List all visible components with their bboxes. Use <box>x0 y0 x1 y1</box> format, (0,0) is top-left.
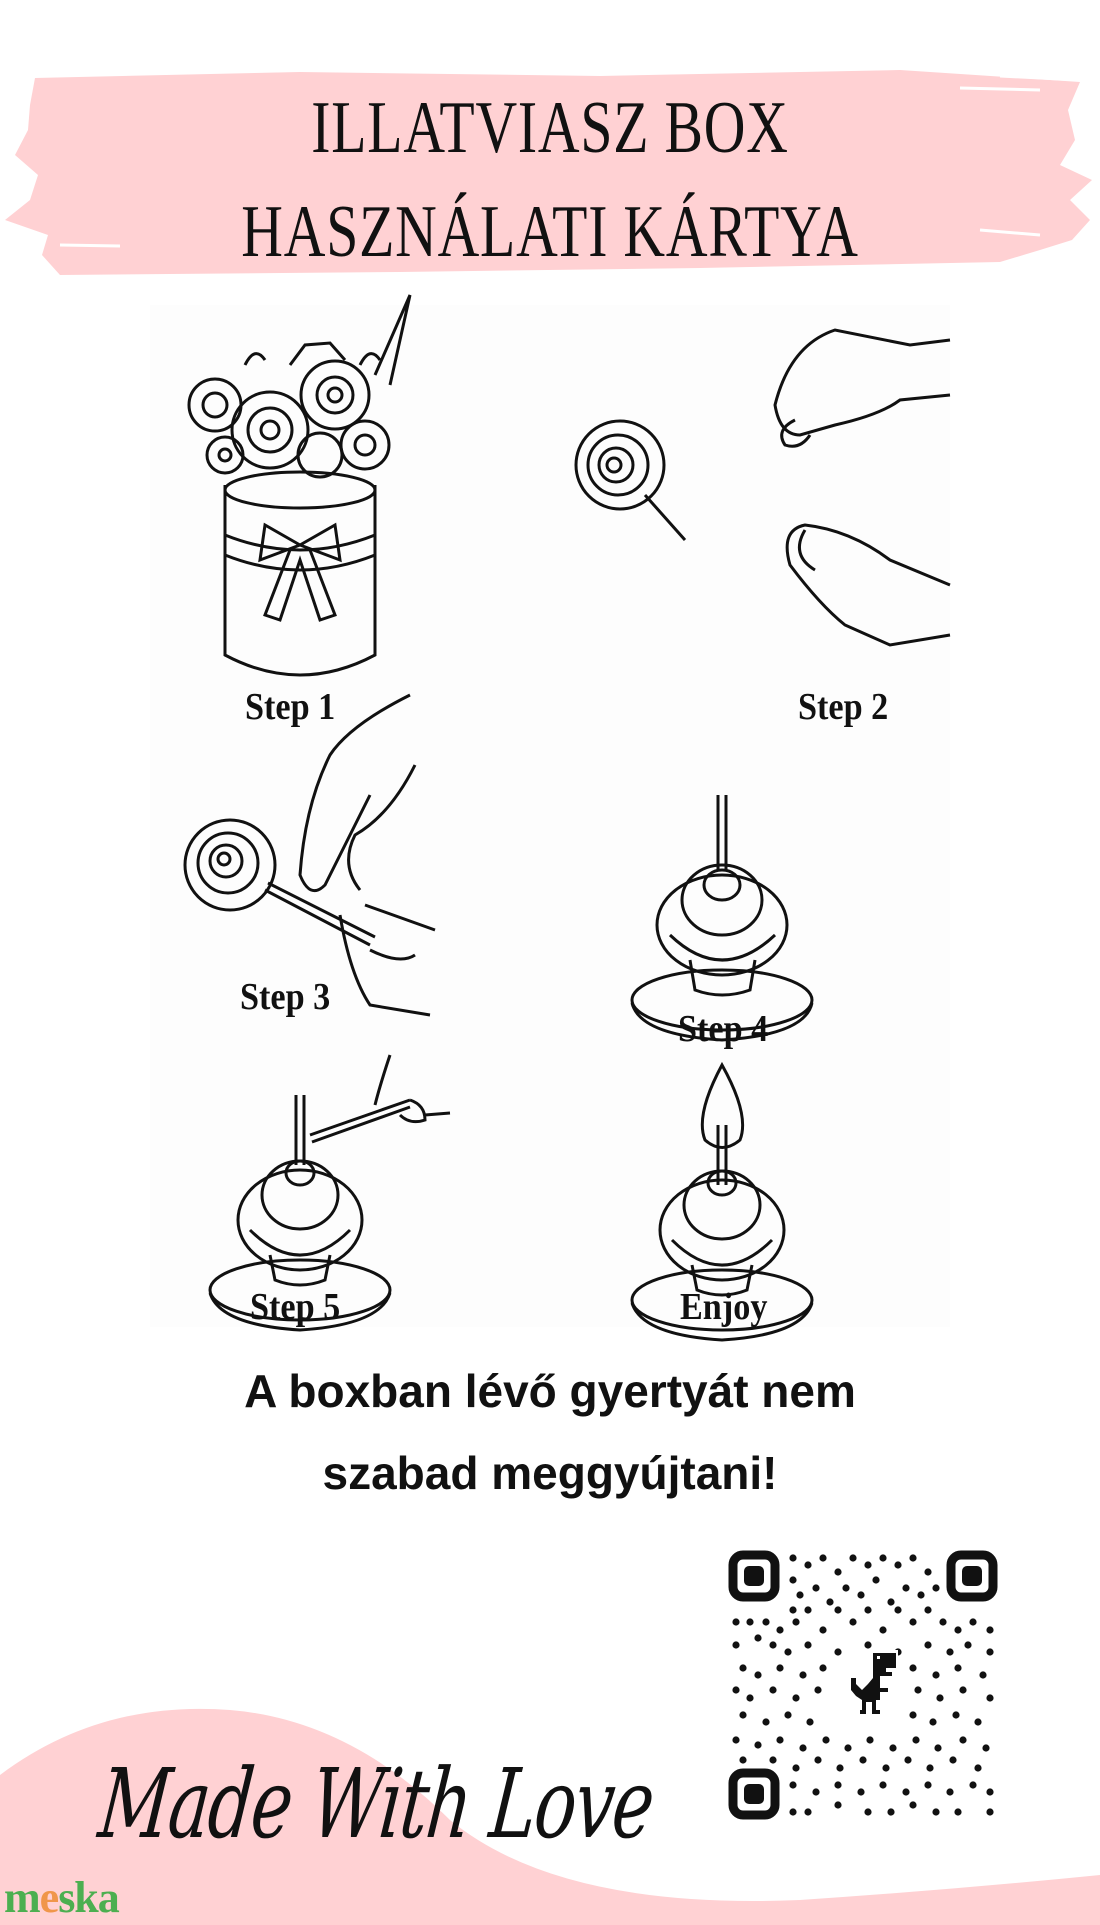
step-3: Step 3 <box>170 693 490 1035</box>
step-2: Step 2 <box>550 325 951 728</box>
flower-box-icon <box>187 294 412 677</box>
logo-accent: e <box>39 1873 60 1922</box>
title-line-1: ILLATVIASZ BOX <box>311 87 789 169</box>
step-2-label: Step 2 <box>798 686 889 728</box>
logo-part-1: m <box>4 1873 41 1922</box>
step-5-label: Step 5 <box>250 1286 341 1328</box>
lit-rose-candle-icon <box>630 1061 814 1342</box>
step-enjoy: Enjoy <box>590 1055 850 1345</box>
title-line-2: HASZNÁLATI KÁRTYA <box>241 191 859 273</box>
enjoy-label: Enjoy <box>680 1286 768 1328</box>
step-1: Step 1 <box>170 294 450 728</box>
step-5: Step 5 <box>208 1045 510 1335</box>
step-4-label: Step 4 <box>678 1008 769 1050</box>
title-brush-stroke <box>5 70 1092 275</box>
warning-line-1: A boxban lévő gyertyát nem <box>244 1365 856 1417</box>
footer-wave <box>0 1708 1100 1925</box>
meska-logo[interactable]: meska <box>4 1872 120 1923</box>
step-1-label: Step 1 <box>245 686 336 728</box>
made-with-love-signature: Made With Love <box>94 1748 659 1860</box>
instructions-panel: Step 1 Step 2 Step 3 <box>150 294 951 1342</box>
qr-code-pattern <box>728 1550 998 1820</box>
step-3-label: Step 3 <box>240 976 331 1018</box>
logo-part-2: ska <box>58 1873 120 1922</box>
rose-candle-on-plate-icon <box>630 795 814 1042</box>
hands-removing-rose-icon <box>574 328 951 647</box>
hands-holding-rose-stick-icon <box>183 693 436 1017</box>
lighting-rose-candle-icon <box>208 1054 451 1332</box>
warning-line-2: szabad meggyújtani! <box>322 1447 778 1499</box>
step-4: Step 4 <box>590 735 850 1055</box>
qr-code[interactable] <box>728 1550 998 1820</box>
dinosaur-icon <box>848 1650 898 1715</box>
